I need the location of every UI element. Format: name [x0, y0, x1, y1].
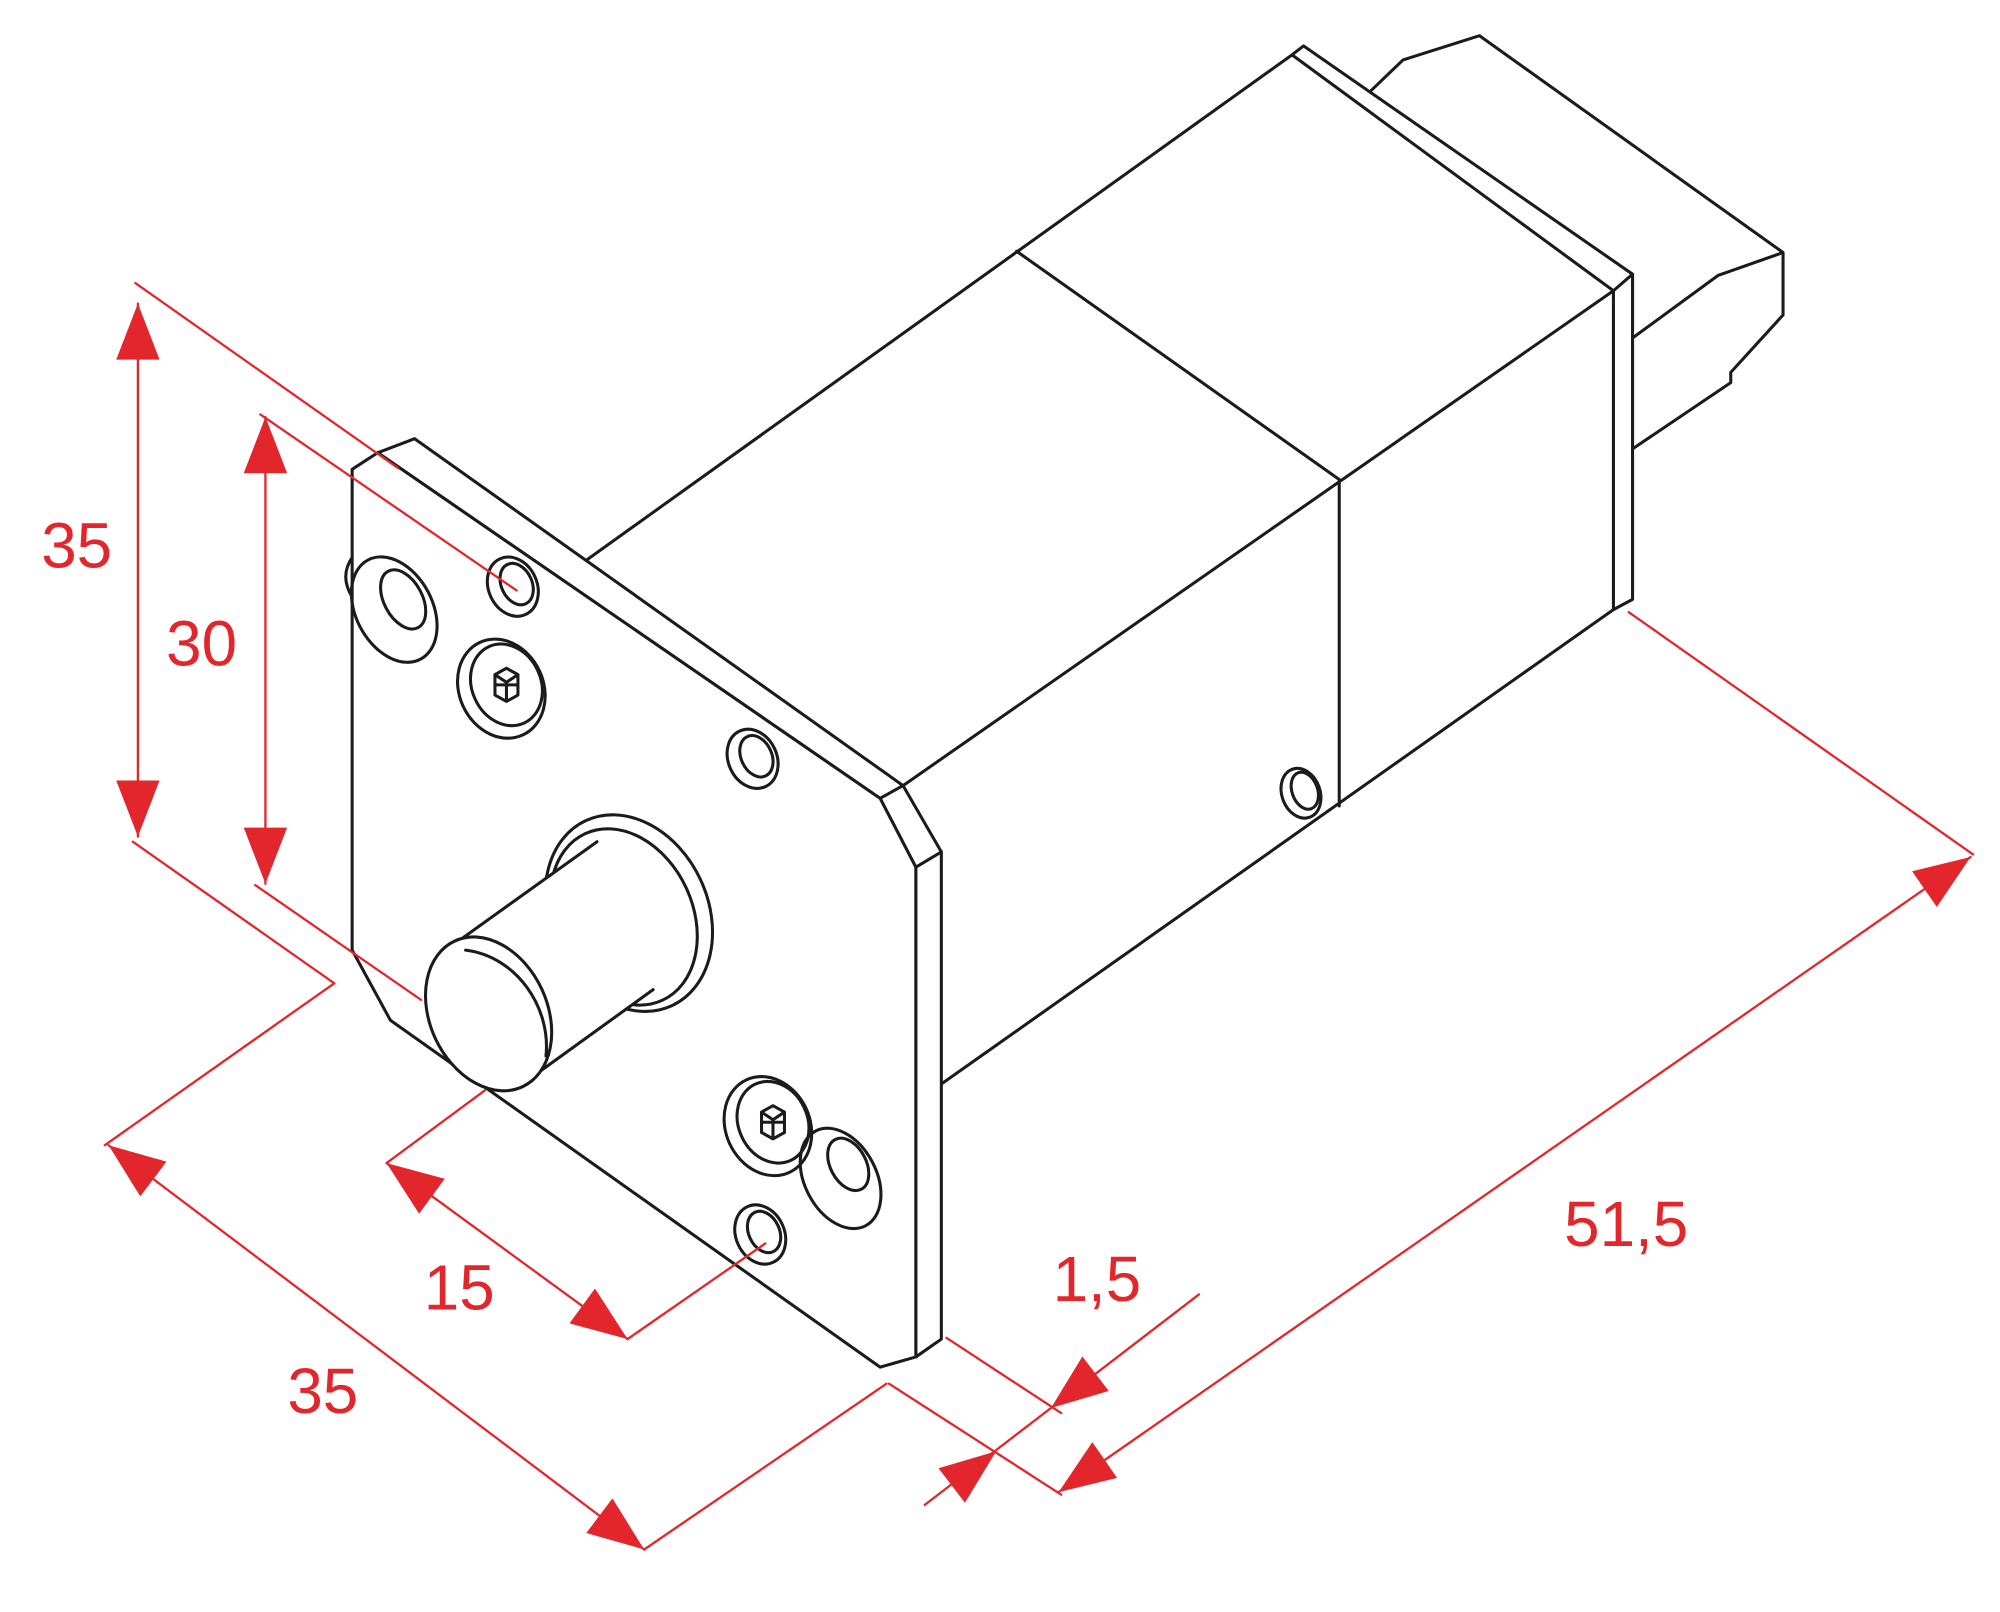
dimension-knob-offset: 15 — [385, 1089, 767, 1341]
hole-top — [485, 555, 540, 618]
dimension-vertical-outer: 35 — [41, 281, 400, 985]
dimension-plate-thickness: 1,5 — [887, 1243, 1201, 1507]
dimension-plate-width: 35 — [103, 982, 888, 1551]
screw-top-head — [469, 642, 544, 728]
arrowhead — [1051, 1356, 1109, 1408]
arrowhead — [569, 1288, 628, 1340]
extension-line — [103, 982, 888, 1551]
slot-bottom-right-inner — [826, 1136, 871, 1193]
arrowhead — [243, 827, 288, 884]
dimension-overall-length: 51,5 — [1057, 611, 1975, 1494]
slot-top-left-inner — [379, 568, 428, 631]
extension-line — [385, 1089, 767, 1341]
arrowhead — [1058, 1442, 1118, 1493]
arrowhead — [586, 1498, 645, 1550]
dimension-line — [107, 1144, 646, 1551]
hole-middle — [725, 727, 780, 790]
rear-connector — [1369, 34, 1785, 451]
face-plate-edge-corner — [878, 784, 943, 869]
hole-middle-inner — [738, 734, 775, 779]
screw-top-drive — [493, 666, 520, 703]
dimension-vertical-inner: 30 — [166, 413, 518, 1001]
knob-end-cap — [423, 935, 554, 1093]
hole-bottom — [733, 1203, 788, 1266]
extension-line — [887, 1336, 1063, 1496]
slot-bottom-right — [798, 1126, 883, 1231]
extension-line — [254, 413, 518, 1001]
extension-line — [131, 281, 400, 985]
hole-bottom-inner — [745, 1209, 783, 1255]
dimension-label: 30 — [166, 608, 237, 680]
screw-bottom-head — [735, 1079, 811, 1165]
hole-top-inner — [498, 561, 535, 607]
slot-top-left — [349, 555, 439, 664]
side-screw-hole — [1279, 766, 1323, 820]
arrowhead — [116, 780, 160, 837]
arrowhead — [243, 417, 288, 474]
screw-bottom-drive — [759, 1104, 787, 1141]
extension-line — [1627, 611, 1975, 856]
dimension-label: 15 — [424, 1252, 495, 1324]
side-screw-hole-inner — [1289, 770, 1320, 811]
arrowhead — [938, 1451, 997, 1503]
rear-flange — [1290, 44, 1635, 612]
arrowhead — [386, 1163, 445, 1214]
arrowhead — [1912, 857, 1971, 908]
housing — [585, 53, 1615, 1086]
dimension-label: 35 — [41, 510, 112, 582]
knob-cap-edge — [464, 948, 549, 1058]
dimension-line — [1057, 855, 1972, 1494]
dimension-label: 35 — [287, 1355, 358, 1427]
arrowhead — [116, 303, 160, 360]
lock-drawing — [344, 34, 1785, 1369]
dimension-label: 51,5 — [1564, 1188, 1688, 1260]
arrowhead — [108, 1145, 167, 1197]
dimension-label: 1,5 — [1053, 1243, 1142, 1315]
